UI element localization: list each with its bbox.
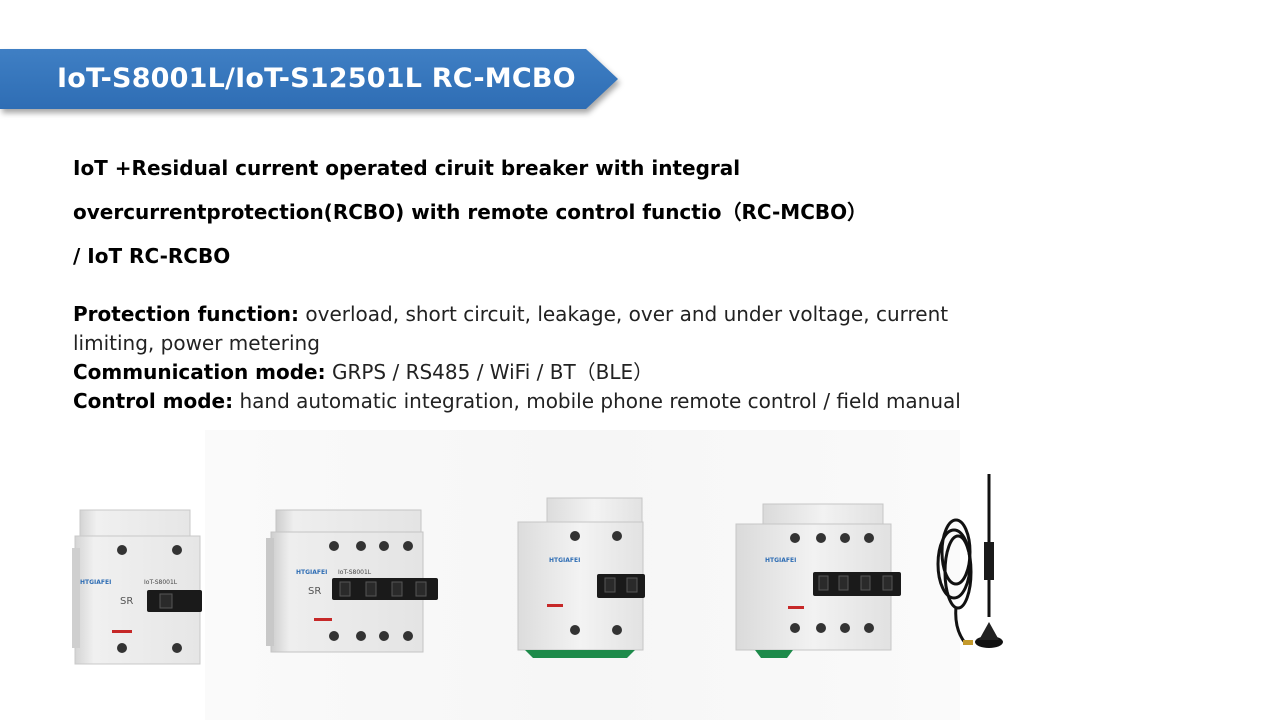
toggle-handle xyxy=(597,574,645,598)
headline-line-1: IoT +Residual current operated ciruit br… xyxy=(73,156,741,180)
spec-value: overload, short circuit, leakage, over a… xyxy=(73,302,949,355)
spec-label: Communication mode: xyxy=(73,360,326,384)
din-clip xyxy=(525,650,635,658)
sr-mark: SR xyxy=(120,596,133,607)
toggle-handle xyxy=(147,590,202,612)
spec-value: GRPS / RS485 / WiFi / BT（BLE） xyxy=(325,360,654,384)
brand-logo: HTGIAFEI xyxy=(549,557,580,564)
breaker-image-2: HTGIAFEI IoT-S8001L SR xyxy=(266,509,438,653)
banner-arrow-shape xyxy=(0,49,618,109)
breaker-image-3: HTGIAFEI xyxy=(517,497,645,658)
product-headline: IoT +Residual current operated ciruit br… xyxy=(73,152,973,284)
antenna-icon xyxy=(936,474,1003,648)
sr-mark: SR xyxy=(308,586,321,597)
toggle-handle xyxy=(332,578,438,600)
spec-communication: Communication mode: GRPS / RS485 / WiFi … xyxy=(73,358,1033,387)
breaker-image-4: HTGIAFEI xyxy=(735,503,901,658)
model-label: IoT-S8001L xyxy=(144,579,178,586)
spec-label: Protection function: xyxy=(73,302,300,326)
breaker-image-1: HTGIAFEI IoT-S8001L SR xyxy=(72,509,202,665)
headline-line-3: / IoT RC-RCBO xyxy=(73,244,231,268)
brand-logo: HTGIAFEI xyxy=(296,569,327,576)
model-label: IoT-S8001L xyxy=(338,569,372,576)
product-photos: HTGIAFEI IoT-S8001L SR HTGIAFEI IoT-S800… xyxy=(0,430,1280,720)
spec-list: Protection function: overload, short cir… xyxy=(73,300,1033,416)
spec-value: hand automatic integration, mobile phone… xyxy=(233,389,961,413)
toggle-handle xyxy=(813,572,901,596)
title-banner: IoT-S8001L/IoT-S12501L RC-MCBO xyxy=(0,49,618,109)
spec-protection: Protection function: overload, short cir… xyxy=(73,300,1033,358)
brand-logo: HTGIAFEI xyxy=(765,557,796,564)
spec-label: Control mode: xyxy=(73,389,234,413)
brand-logo: HTGIAFEI xyxy=(80,579,111,586)
page-title: IoT-S8001L/IoT-S12501L RC-MCBO xyxy=(57,63,576,94)
spec-control: Control mode: hand automatic integration… xyxy=(73,387,1033,416)
headline-line-2: overcurrentprotection(RCBO) with remote … xyxy=(73,200,868,224)
din-clip xyxy=(755,650,793,658)
